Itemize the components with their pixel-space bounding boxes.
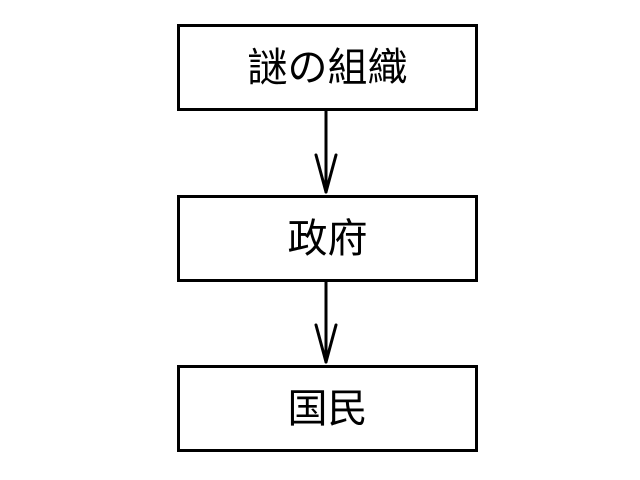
node-citizens: 国民 [177,365,478,452]
node-government: 政府 [177,195,478,282]
node-label: 政府 [287,215,368,262]
arrow-government-to-people [314,280,338,364]
node-mysterious-organization: 謎の組織 [177,24,478,111]
arrow-head [314,153,338,194]
arrow-head [314,323,338,364]
node-label: 謎の組織 [247,44,408,91]
node-label: 国民 [287,385,368,432]
arrow-org-to-government [314,109,338,194]
